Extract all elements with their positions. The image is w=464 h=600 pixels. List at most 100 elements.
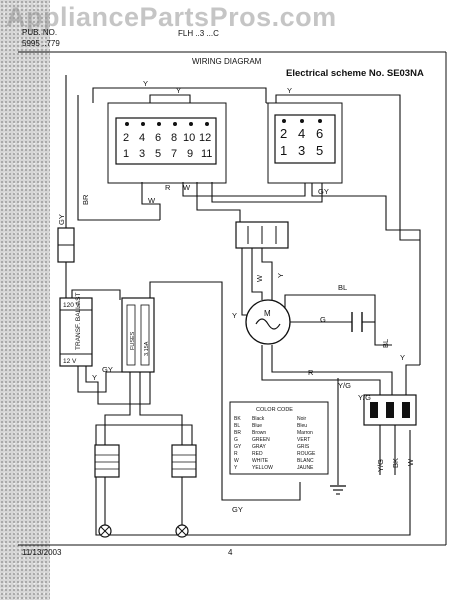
label-bl-right: BL bbox=[381, 339, 390, 348]
fan-motor bbox=[245, 299, 291, 345]
terminal-a-11: 11 bbox=[201, 148, 212, 160]
label-y-top-right: Y bbox=[287, 86, 292, 95]
label-yg-b: Y/G bbox=[358, 393, 371, 402]
ballast-label: TRANSF. BALLAST bbox=[75, 293, 82, 350]
terminal-a-10: 10 bbox=[183, 132, 195, 144]
label-w-block-a: W bbox=[148, 196, 156, 205]
fuse-right bbox=[140, 304, 150, 366]
left-scan-margin bbox=[0, 0, 50, 600]
cc-abbr: BR bbox=[234, 430, 241, 436]
wire-gy-ballast bbox=[77, 365, 126, 393]
wire-w-left bbox=[141, 182, 161, 220]
label-yg-bottom: Y/G bbox=[376, 459, 385, 472]
wire-ballast-to-fuse bbox=[71, 289, 121, 300]
ballast-voltage-in: 120 V bbox=[63, 302, 81, 309]
color-code-legend bbox=[229, 401, 329, 475]
terminal-a-8: 8 bbox=[171, 132, 177, 144]
label-y-motor-left: Y bbox=[232, 311, 237, 320]
wire-w-block-b bbox=[211, 182, 323, 203]
terminal-b-6: 6 bbox=[316, 126, 323, 141]
cc-fr: JAUNE bbox=[297, 465, 314, 471]
label-y-motor: Y bbox=[276, 273, 285, 278]
cc-abbr: BK bbox=[234, 416, 241, 422]
terminal-b-5: 5 bbox=[316, 143, 323, 158]
terminal-a-12: 12 bbox=[199, 132, 211, 144]
cc-en: Blue bbox=[252, 423, 262, 429]
wire-r-motor bbox=[261, 345, 381, 395]
terminal-a-5: 5 bbox=[155, 148, 161, 160]
wire-bl bbox=[284, 294, 392, 346]
cc-abbr: G bbox=[234, 437, 238, 443]
label-gy-block-b: GY bbox=[318, 187, 329, 196]
wire-gy-block-b bbox=[311, 183, 421, 365]
cc-en: WHITE bbox=[252, 458, 269, 464]
label-w-motor: W bbox=[255, 274, 264, 282]
electrical-scheme-label: Electrical scheme No. SE03NA bbox=[286, 68, 424, 79]
terminal-block-a-housing bbox=[107, 102, 227, 184]
motor-label: M bbox=[264, 309, 271, 318]
label-r-block-a: R bbox=[165, 183, 171, 192]
terminal-block-b-pins bbox=[282, 119, 322, 123]
terminal-b-2: 2 bbox=[280, 126, 287, 141]
terminal-a-1: 1 bbox=[123, 148, 129, 160]
terminal-b-1: 1 bbox=[280, 143, 287, 158]
part-number: 5995 ..779 bbox=[22, 39, 60, 48]
ground-icon bbox=[330, 485, 346, 495]
label-y-ballast: Y bbox=[92, 373, 97, 382]
label-bl: BL bbox=[338, 283, 347, 292]
terminal-a-3: 3 bbox=[139, 148, 145, 160]
wire-fuse-lamp-left bbox=[104, 372, 131, 445]
terminal-a-7: 7 bbox=[171, 148, 177, 160]
wire-y-motor-left bbox=[241, 247, 252, 316]
label-y-top-left: Y bbox=[143, 79, 148, 88]
page-number: 4 bbox=[228, 548, 233, 557]
cc-en: GREEN bbox=[252, 437, 270, 443]
cc-abbr: BL bbox=[234, 423, 240, 429]
terminal-block-a-labels: 2 4 6 8 10 12 1 3 5 7 9 11 bbox=[123, 132, 212, 160]
motor-symbol-wave bbox=[255, 318, 281, 330]
cc-abbr: R bbox=[234, 451, 238, 457]
label-yg-a: Y/G bbox=[338, 381, 351, 390]
lamp-socket-left bbox=[94, 444, 120, 478]
wire-gy-bottom bbox=[95, 430, 411, 536]
terminal-a-2: 2 bbox=[123, 132, 129, 144]
terminal-block-a bbox=[115, 117, 217, 165]
terminal-block-b-labels: 2 4 6 1 3 5 bbox=[280, 126, 323, 158]
label-r-motor: R bbox=[308, 368, 314, 377]
model-number: FLH ..3 ...C bbox=[178, 29, 219, 38]
wire-y-ballast bbox=[85, 365, 151, 405]
label-w-bottom: W bbox=[406, 458, 415, 466]
cc-en: RED bbox=[252, 451, 263, 457]
cc-abbr: Y bbox=[234, 465, 238, 471]
wire-lamp-top-loop bbox=[95, 424, 193, 445]
label-g: G bbox=[320, 315, 326, 324]
wire-labels: Y Y Y BR GY W R W GY W Y Y BL G BL Y R Y… bbox=[57, 79, 415, 514]
lamp-right-icon bbox=[175, 524, 189, 538]
cc-en: YELLOW bbox=[252, 465, 273, 471]
wire-y-jumper bbox=[149, 94, 191, 103]
cc-fr: GRIS bbox=[297, 444, 310, 450]
label-w-block-a2: W bbox=[183, 183, 191, 192]
terminal-block-a-pins bbox=[125, 122, 209, 126]
cc-fr: Marron bbox=[297, 430, 313, 436]
fuses-label: FUSES bbox=[130, 331, 136, 350]
wire-w-block bbox=[196, 182, 241, 223]
wire-yg-motor bbox=[271, 345, 393, 395]
cc-abbr: W bbox=[234, 458, 239, 464]
fuse-left bbox=[126, 304, 136, 366]
lamp-socket-right bbox=[171, 444, 197, 478]
cc-fr: Noir bbox=[297, 416, 307, 422]
label-gy-bottom: GY bbox=[232, 505, 243, 514]
wire-y-connector bbox=[405, 364, 420, 395]
label-bk-bottom: BK bbox=[391, 458, 400, 468]
wire-fuse-lamp-right bbox=[139, 372, 183, 445]
color-code-title: COLOR CODE bbox=[256, 407, 293, 413]
cc-fr: BLANC bbox=[297, 458, 314, 464]
terminal-a-4: 4 bbox=[139, 132, 145, 144]
wire-fuse-right bbox=[149, 281, 301, 501]
publication-number: PUB. NO. bbox=[22, 28, 58, 37]
fuse-rating: 3.15A bbox=[144, 341, 150, 356]
cc-en: Black bbox=[252, 416, 265, 422]
terminal-a-9: 9 bbox=[187, 148, 193, 160]
